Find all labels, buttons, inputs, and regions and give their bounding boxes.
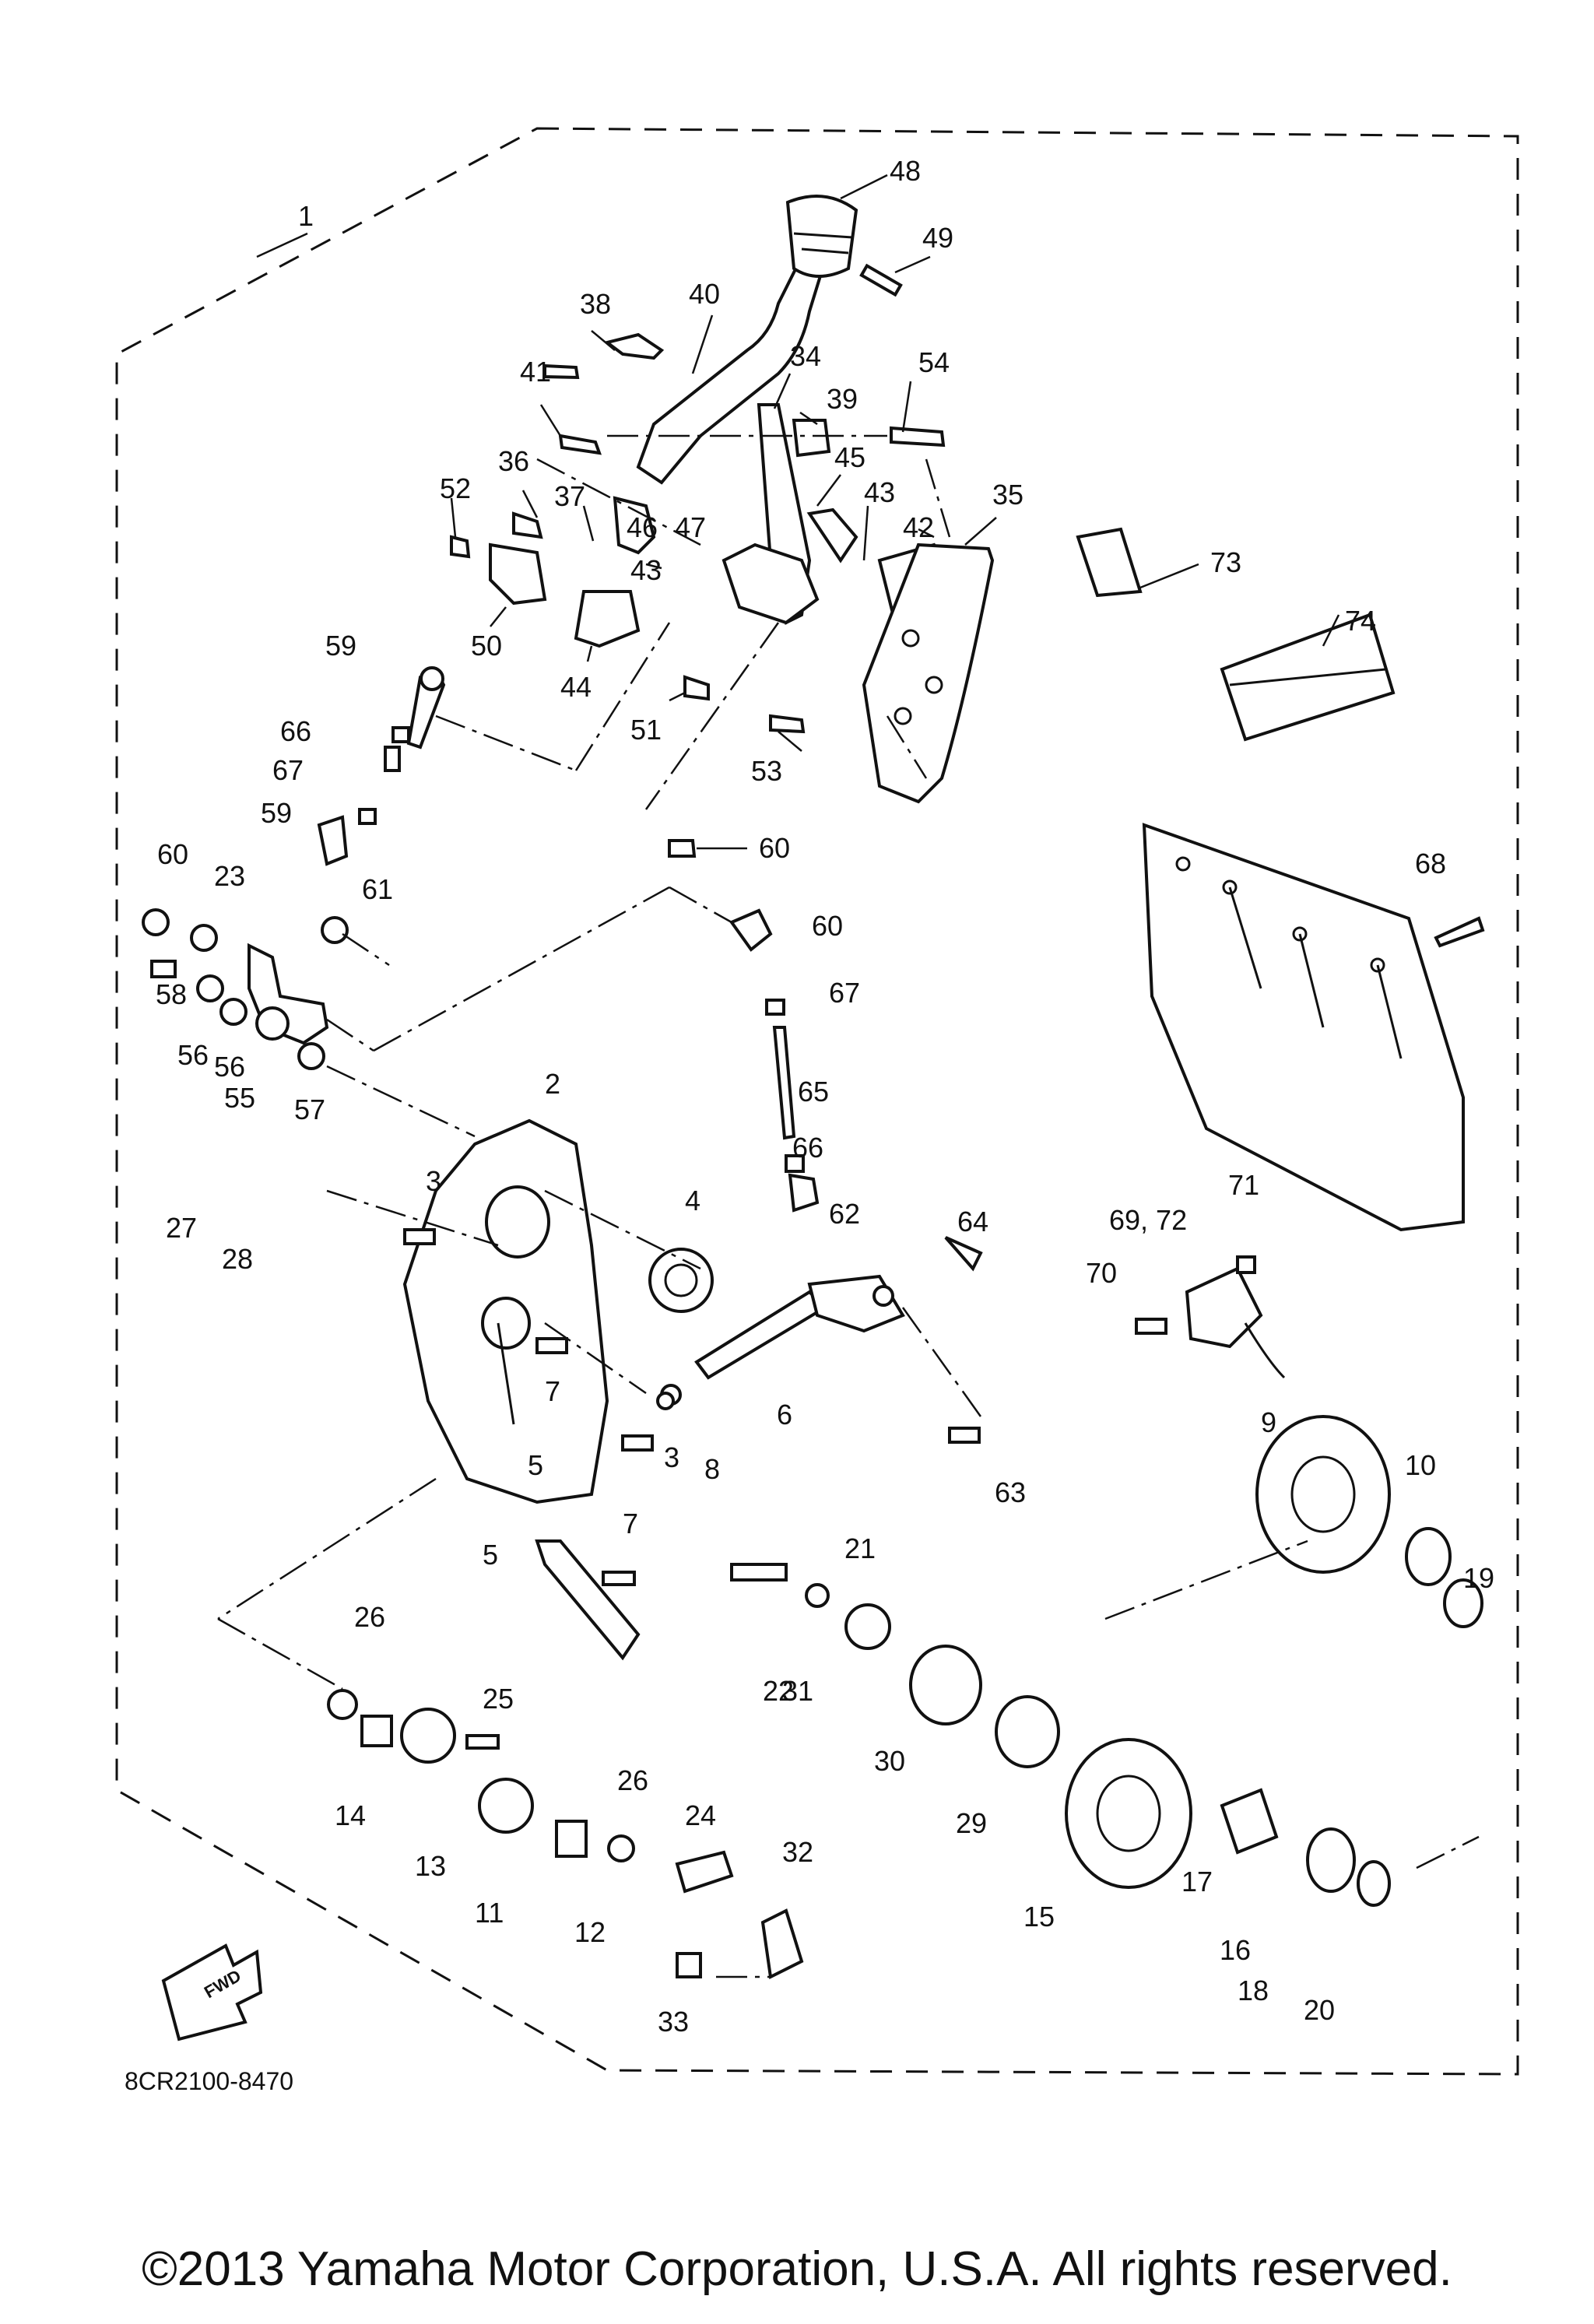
callout: 6 (777, 1399, 792, 1431)
callout: 50 (471, 630, 502, 662)
callout: 47 (675, 511, 706, 543)
shift-shaft-parts (656, 908, 983, 1444)
callout: 64 (957, 1206, 988, 1237)
callout: 18 (1238, 1975, 1269, 2006)
callout: 15 (1023, 1901, 1055, 1933)
callout: 33 (658, 2006, 689, 2038)
callout: 41 (520, 356, 551, 388)
callout: 73 (1210, 546, 1241, 578)
callout: 74 (1345, 605, 1376, 637)
callout: 17 (1181, 1866, 1213, 1897)
callout: 58 (156, 978, 187, 1010)
callout: 56 (177, 1039, 209, 1071)
decal-parts (1076, 527, 1485, 1232)
callout: 55 (224, 1082, 255, 1114)
callout: 53 (751, 755, 782, 787)
callout: 52 (440, 472, 471, 504)
callout: 37 (554, 480, 585, 512)
callout: 9 (1261, 1406, 1276, 1438)
callout: 48 (890, 155, 921, 187)
callout: 25 (483, 1683, 514, 1715)
chaincase-cover (217, 1118, 714, 1690)
callout: 65 (798, 1076, 829, 1108)
shift-lever-assembly (450, 195, 995, 858)
callout: 16 (1220, 1934, 1251, 1966)
callout: 30 (874, 1745, 905, 1777)
callout: 49 (922, 222, 953, 254)
callout: 2 (545, 1068, 560, 1100)
callout: 19 (1463, 1562, 1494, 1594)
sensor-parts (1135, 1255, 1286, 1379)
callout: 3 (426, 1165, 441, 1197)
callout: 63 (995, 1476, 1026, 1508)
callout: 60 (157, 838, 188, 870)
callout: 31 (782, 1675, 813, 1707)
callout: 26 (617, 1764, 648, 1796)
callout: 21 (844, 1532, 876, 1564)
callout: 45 (834, 441, 865, 473)
fwd-arrow: FWD (161, 1943, 263, 2041)
callout: 43 (630, 554, 662, 586)
callout: 36 (498, 445, 529, 477)
callout: 51 (630, 714, 662, 746)
callout-labels: 1 2 3 3 4 5 5 6 7 7 8 9 10 11 12 13 14 1… (156, 155, 1494, 2038)
callout: 42 (903, 511, 934, 543)
left-linkage-parts (142, 666, 732, 1138)
callout: 11 (475, 1897, 504, 1929)
callout: 60 (812, 910, 843, 942)
callout: 34 (790, 340, 821, 372)
callout: 26 (354, 1601, 385, 1633)
callout: 29 (956, 1807, 987, 1839)
callout: 60 (759, 832, 790, 864)
callout: 12 (574, 1916, 606, 1948)
callout: 7 (545, 1375, 560, 1407)
callout: 70 (1086, 1257, 1117, 1289)
callout: 20 (1304, 1994, 1335, 2026)
callout: 5 (483, 1539, 498, 1571)
callout: 8 (704, 1453, 720, 1485)
callout: 67 (829, 977, 860, 1009)
callout: 35 (992, 479, 1023, 511)
callout: 38 (580, 288, 611, 320)
callout: 69, 72 (1109, 1204, 1187, 1236)
callout: 22 (763, 1675, 794, 1707)
diagram-part-code: 8CR2100-8470 (125, 2067, 293, 2095)
callout: 57 (294, 1094, 325, 1125)
callout: 59 (261, 797, 292, 829)
copyright-notice: ©2013 Yamaha Motor Corporation, U.S.A. A… (142, 2242, 1452, 2296)
callout: 59 (325, 630, 356, 662)
callout: 13 (415, 1850, 446, 1882)
drive-parts (327, 1415, 1483, 1980)
callout: 39 (827, 383, 858, 415)
callout: 67 (272, 754, 304, 786)
callout: 27 (166, 1212, 197, 1244)
callout: 40 (689, 278, 720, 310)
callout: 28 (222, 1243, 253, 1275)
callout: 56 (214, 1051, 245, 1083)
callout: 10 (1405, 1449, 1436, 1481)
callout: 32 (782, 1836, 813, 1868)
assembly-boundary (115, 127, 1519, 2076)
callout: 1 (298, 200, 314, 232)
callout: 7 (623, 1508, 638, 1539)
callout: 43 (864, 476, 895, 508)
callout: 46 (627, 511, 658, 543)
callout: 44 (560, 671, 592, 703)
callout: 61 (362, 873, 393, 905)
top-leader-lines (256, 174, 997, 850)
callout: 68 (1415, 848, 1446, 879)
callout: 71 (1228, 1169, 1259, 1201)
callout: 66 (280, 715, 311, 747)
callout: 66 (792, 1132, 823, 1164)
callout: 3 (664, 1441, 679, 1473)
callout: 14 (335, 1799, 366, 1831)
callout: 5 (528, 1449, 543, 1481)
callout: 24 (685, 1799, 716, 1831)
callout: 62 (829, 1198, 860, 1230)
callout: 23 (214, 860, 245, 892)
callout: 4 (685, 1185, 700, 1216)
callout: 54 (918, 346, 950, 378)
